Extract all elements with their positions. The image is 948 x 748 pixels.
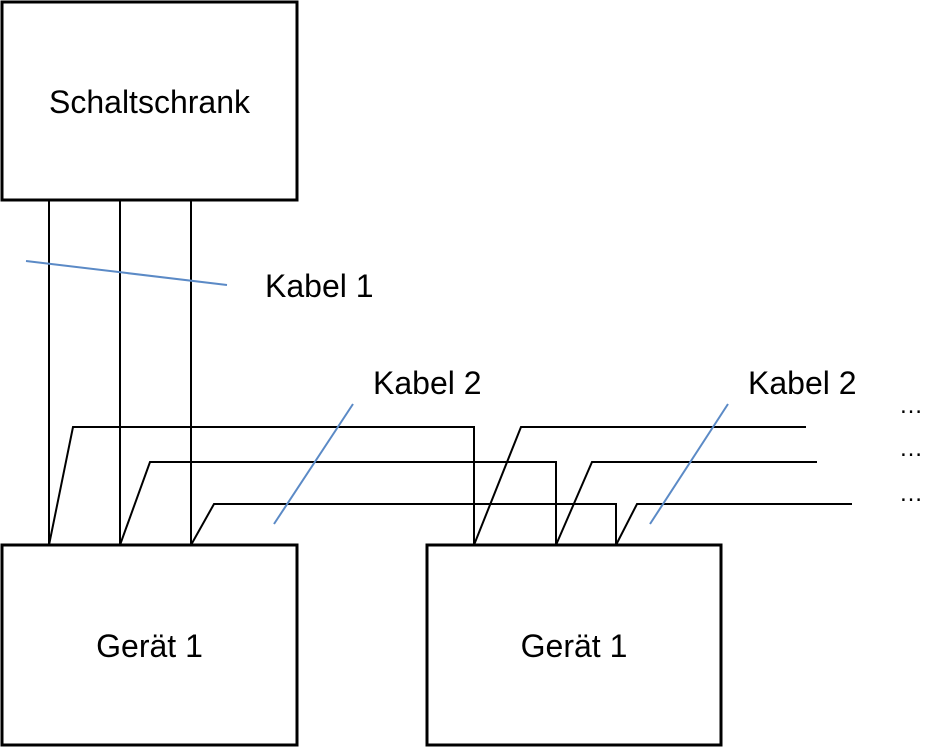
cable2-right-wire-3: [615, 503, 852, 546]
device-box-right: [425, 543, 723, 747]
continuation-dots-3: …: [899, 480, 923, 507]
device-right-label: Gerät 1: [521, 628, 628, 664]
cabinet-box: [0, 0, 299, 202]
cable2-right-label: Kabel 2: [748, 365, 857, 401]
cable2-right-wire-2: [555, 461, 817, 546]
continuation-dots-1: …: [899, 392, 923, 419]
cable2-left-wire-3: [190, 503, 617, 546]
cable2-right-pointer-line: [649, 403, 729, 525]
device-left-label: Gerät 1: [96, 628, 203, 664]
cable2-left-label: Kabel 2: [373, 365, 482, 401]
device-box-left: [0, 543, 299, 747]
cable2-left-wire-1: [48, 426, 475, 546]
cable2-left-pointer-line: [273, 403, 354, 525]
continuation-dots-2: …: [899, 435, 923, 462]
cable2-right-wire-1: [473, 426, 806, 546]
cable1-label: Kabel 1: [265, 268, 374, 304]
cable1-pointer-line: [25, 260, 228, 286]
cabinet-label: Schaltschrank: [49, 84, 251, 120]
